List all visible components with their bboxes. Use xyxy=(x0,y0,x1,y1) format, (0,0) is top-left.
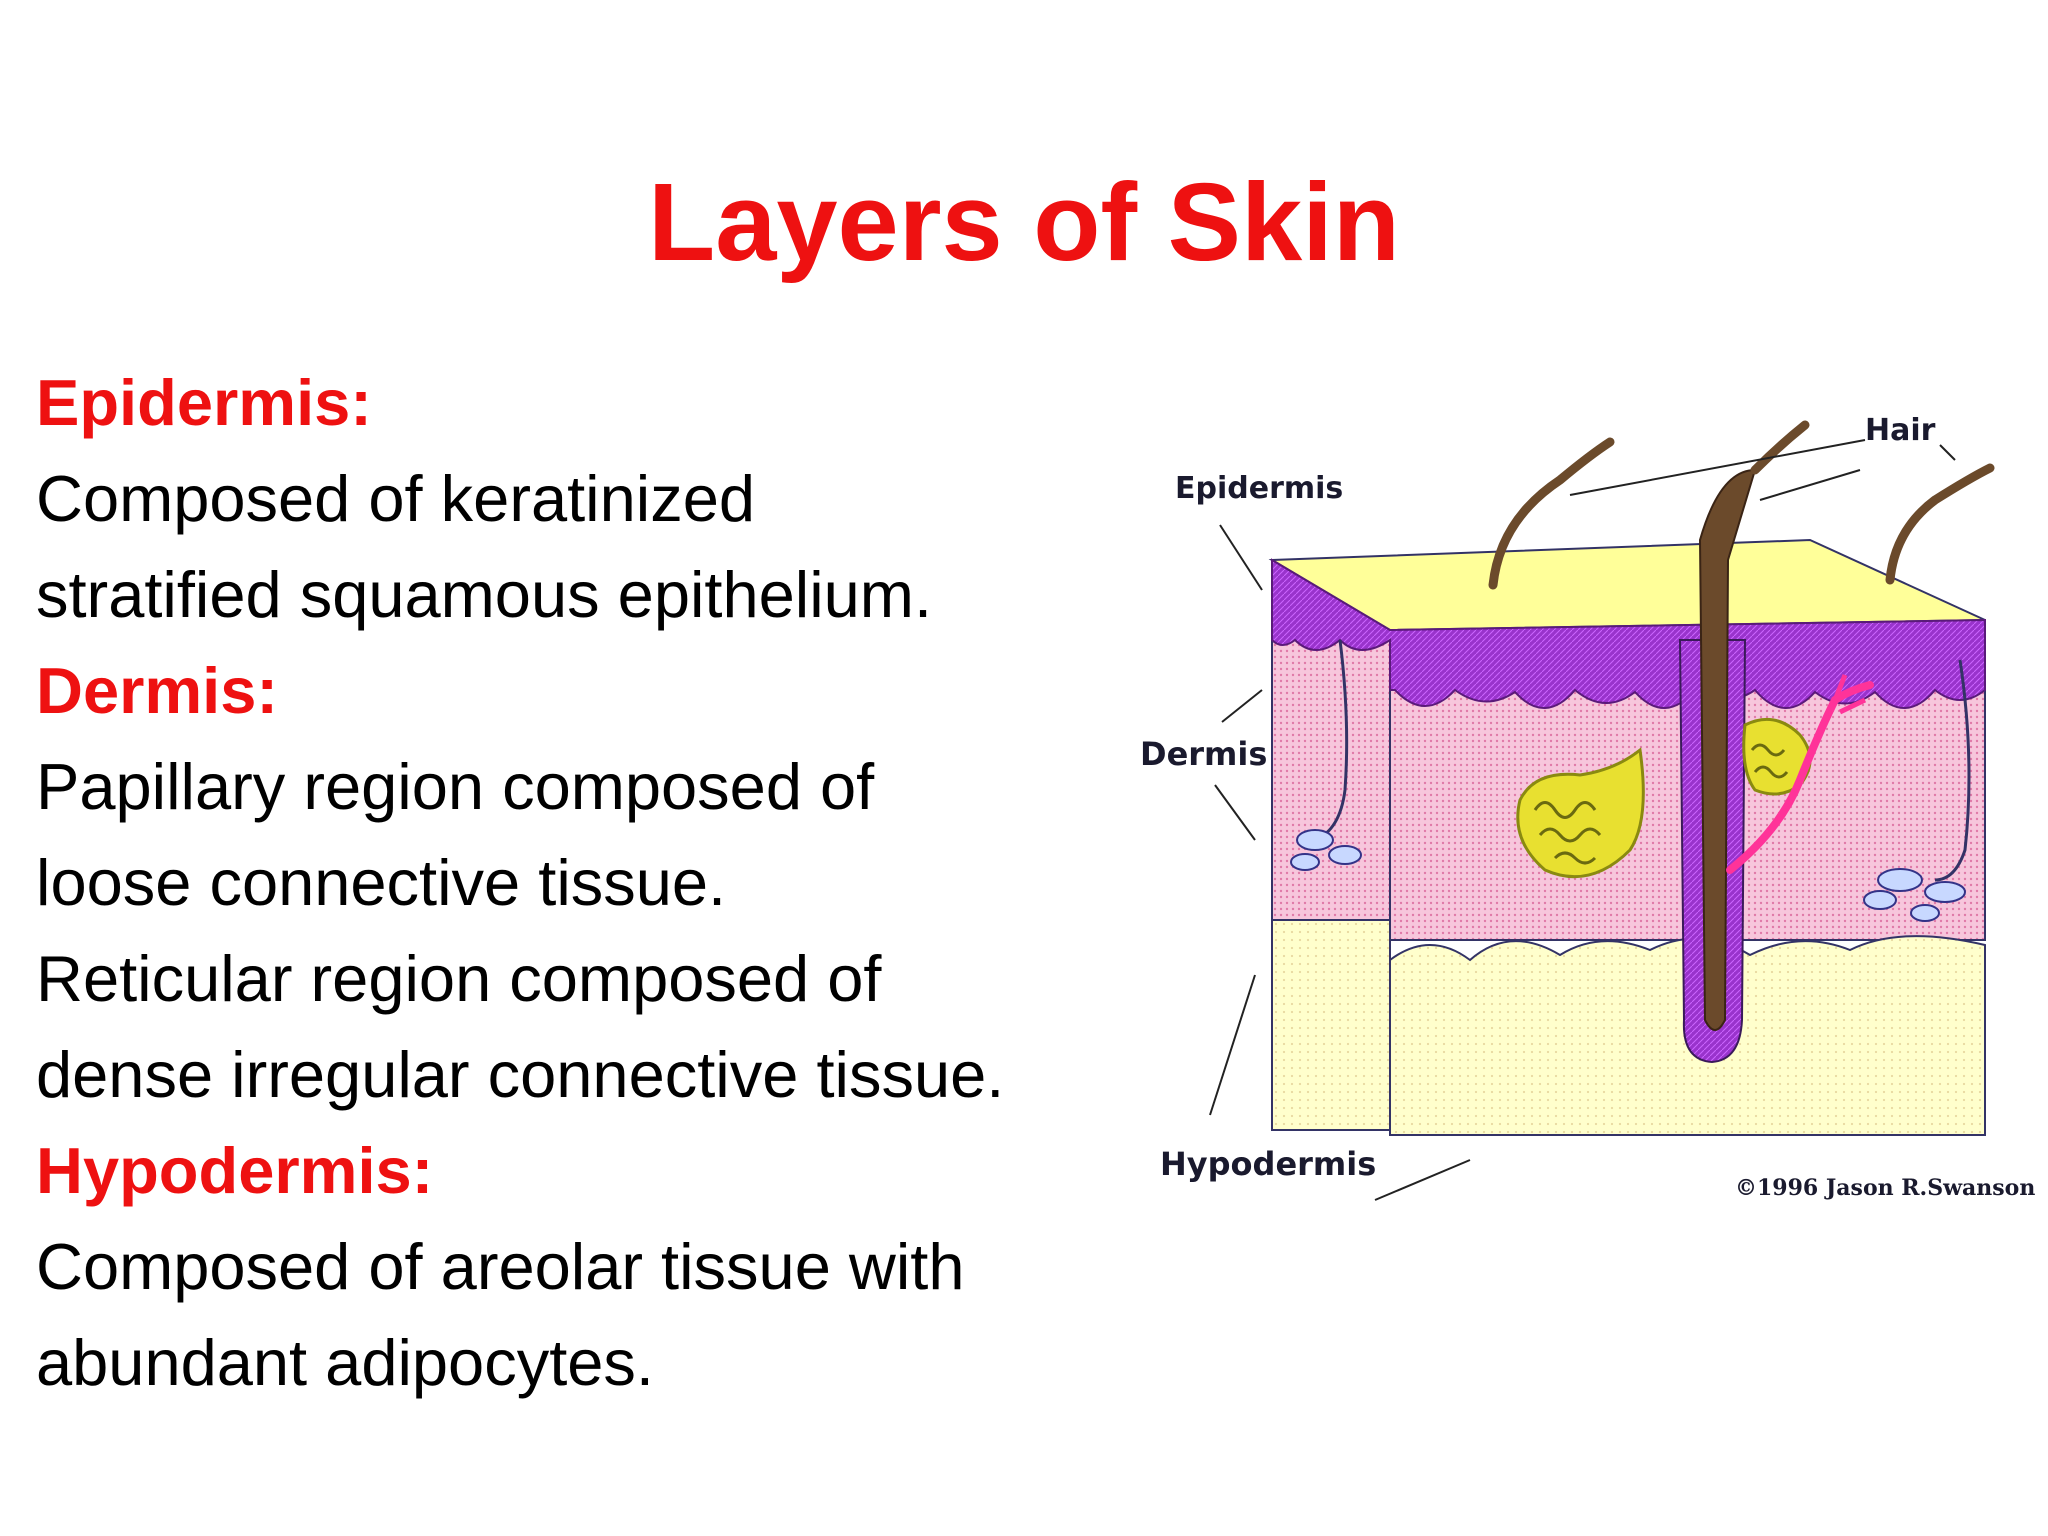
dermis-text-line: Reticular region composed of xyxy=(36,942,882,1015)
copyright-text: ©1996 Jason R.Swanson xyxy=(1735,1175,2035,1201)
right-vessel xyxy=(1934,659,1971,882)
left-vessel xyxy=(1314,639,1349,842)
dermis-leader xyxy=(1214,784,1256,841)
sweat-gland-coils xyxy=(1533,801,1602,865)
hair-leader xyxy=(1939,444,1956,461)
slide-title: Layers of Skin xyxy=(648,161,1400,284)
hair-leader xyxy=(1569,439,1866,496)
leader-lines xyxy=(1209,439,1956,1201)
hypodermis-leader xyxy=(1209,974,1256,1116)
nerve-fiber xyxy=(1726,681,1874,874)
text-panel: Epidermis: Composed of keratinized strat… xyxy=(36,355,1146,1411)
sebaceous-gland-coils xyxy=(1750,743,1789,779)
epidermis-layer xyxy=(1271,558,1986,709)
dermis-heading: Dermis: xyxy=(36,654,279,727)
epidermis-text-line: stratified squamous epithelium. xyxy=(36,558,933,631)
hair-strand-left xyxy=(1488,437,1615,590)
dermis-leader xyxy=(1221,689,1263,723)
dermis-text-line: Papillary region composed of xyxy=(36,750,875,823)
dermis-front-face xyxy=(1271,619,1391,931)
hypodermis-text-line: Composed of areolar tissue with xyxy=(36,1230,965,1303)
epidermis-leader xyxy=(1219,524,1263,591)
epidermis-heading: Epidermis: xyxy=(36,366,372,439)
hair-strand-right xyxy=(1885,463,1995,585)
skin-surface xyxy=(1268,538,1986,632)
hypodermis-label: Hypodermis xyxy=(1160,1145,1376,1183)
hair-label: Hair xyxy=(1865,413,1936,448)
hair-strand-center xyxy=(1750,420,1810,475)
hypodermis-front-face xyxy=(1271,919,1391,1131)
right-receptor-cluster xyxy=(1863,868,1966,922)
nerve-branch xyxy=(1832,674,1867,715)
hypodermis-heading: Hypodermis: xyxy=(36,1134,434,1207)
dermis-text-line: dense irregular connective tissue. xyxy=(36,1038,1005,1111)
dermis-text-line: loose connective tissue. xyxy=(36,846,727,919)
hypodermis-text-line: abundant adipocytes. xyxy=(36,1326,654,1399)
epidermis-label: Epidermis xyxy=(1175,471,1343,506)
hypodermis-leader xyxy=(1374,1159,1471,1201)
left-receptor-cluster xyxy=(1290,829,1362,871)
skin-cross-section-diagram: Hair Epidermis Dermis Hypodermis ©1996 J… xyxy=(1140,413,2035,1201)
dermis-label: Dermis xyxy=(1140,735,1267,773)
hair-leader xyxy=(1759,469,1861,501)
sweat-gland xyxy=(1516,747,1645,879)
epidermis-text-line: Composed of keratinized xyxy=(36,462,755,535)
